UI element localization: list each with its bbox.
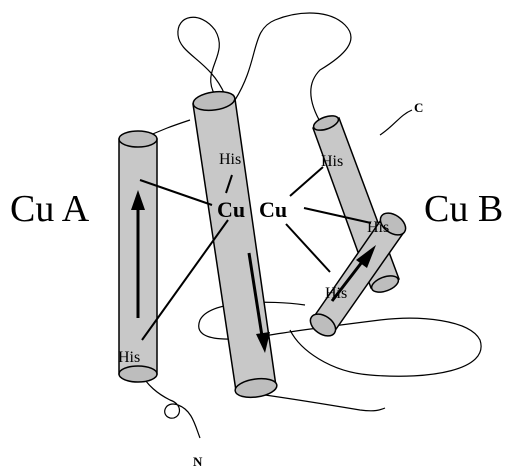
c-terminus-label: C — [414, 100, 423, 115]
n-term-loop — [139, 369, 201, 439]
helix-a1 — [118, 130, 158, 383]
his-label-helix-a1: His — [118, 349, 140, 366]
down-arrow-icon — [256, 332, 270, 353]
top-loop — [177, 16, 226, 96]
top-right-loop — [234, 12, 352, 126]
cu-b-atom-label: Cu — [259, 197, 287, 222]
helix-b2 — [309, 212, 407, 337]
his-label-helix-b2-lower: His — [325, 285, 347, 302]
n-terminus-label: N — [193, 454, 203, 469]
bottom-right-loop — [198, 301, 482, 377]
helix-a2 — [192, 90, 278, 399]
helix-b2-shaft — [330, 261, 364, 302]
bottom-loop — [264, 394, 386, 412]
c-term-tail — [379, 109, 413, 136]
his-label-helix-a2: His — [219, 151, 241, 168]
cu-a-label: Cu A — [10, 188, 90, 230]
up-right-arrow-icon — [356, 245, 376, 268]
coordination-bonds — [139, 166, 372, 341]
cu-b-label: Cu B — [424, 188, 503, 230]
helix-a2-shaft — [247, 252, 264, 337]
up-arrow-icon — [131, 190, 145, 210]
cu-a-atom-label: Cu — [217, 197, 245, 222]
his-label-helix-b1: His — [321, 153, 343, 170]
his-label-helix-b2-upper: His — [367, 219, 389, 236]
